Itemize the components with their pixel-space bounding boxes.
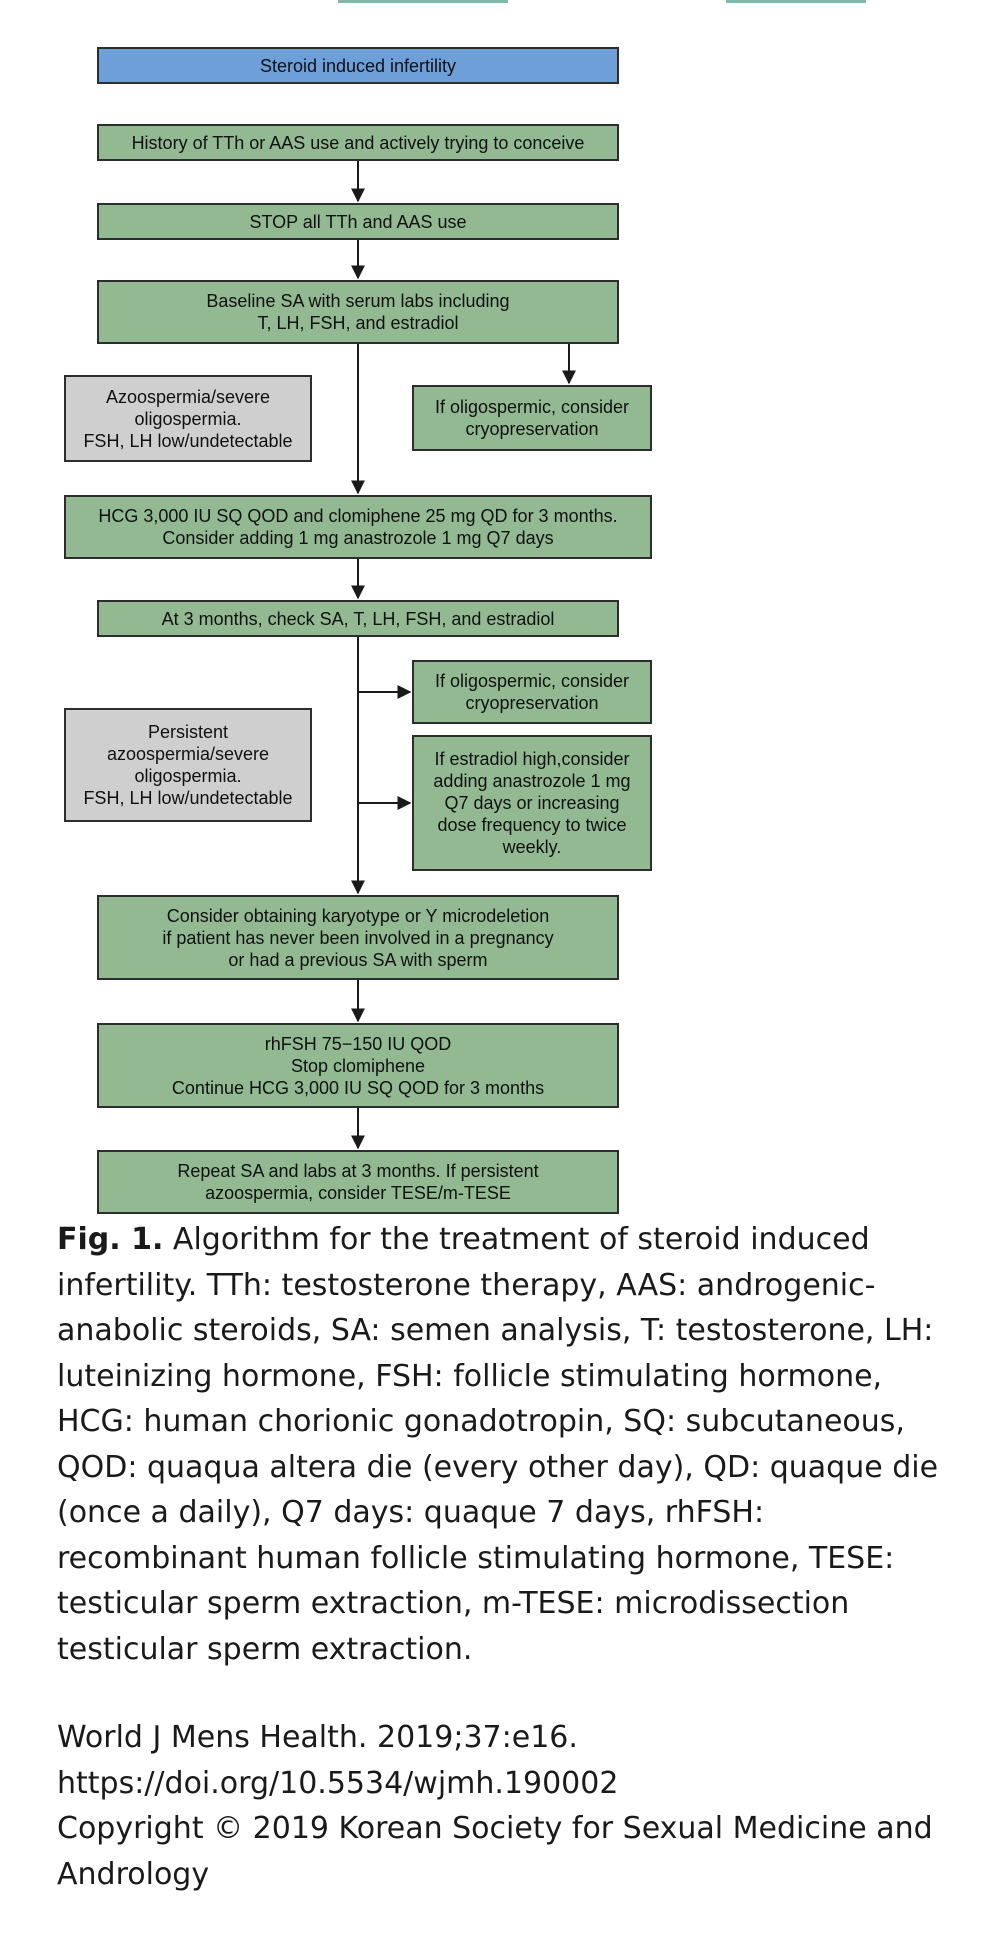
box-stop-use: STOP all TTh and AAS use [97,203,619,240]
box-hcg-clomiphene: HCG 3,000 IU SQ QOD and clomiphene 25 mg… [64,495,652,559]
box-persistent-azoospermia: Persistent azoospermia/severe oligosperm… [64,708,312,822]
box-3-month-check: At 3 months, check SA, T, LH, FSH, and e… [97,600,619,637]
figure-label: Fig. 1. [57,1222,164,1257]
box-history: History of TTh or AAS use and actively t… [97,124,619,161]
citation: World J Mens Health. 2019;37:e16. https:… [57,1715,957,1897]
citation-doi[interactable]: https://doi.org/10.5534/wjmh.190002 [57,1765,619,1801]
box-cryopreservation-2: If oligospermic, consider cryopreservati… [412,660,652,724]
top-tab-left [338,0,508,3]
citation-journal: World J Mens Health. 2019;37:e16. [57,1720,578,1755]
box-baseline-sa: Baseline SA with serum labs including T,… [97,280,619,344]
box-karyotype: Consider obtaining karyotype or Y microd… [97,895,619,980]
box-rhfsh: rhFSH 75−150 IU QOD Stop clomiphene Cont… [97,1023,619,1108]
box-repeat-sa: Repeat SA and labs at 3 months. If persi… [97,1150,619,1214]
flowchart-connectors [351,161,576,1150]
box-cryopreservation-1: If oligospermic, consider cryopreservati… [412,385,652,451]
figure-caption: Fig. 1. Algorithm for the treatment of s… [57,1217,957,1672]
box-azoospermia: Azoospermia/severe oligospermia. FSH, LH… [64,375,312,462]
figure-caption-text: Algorithm for the treatment of steroid i… [57,1222,939,1667]
citation-copyright: Copyright © 2019 Korean Society for Sexu… [57,1811,933,1892]
flowchart: Steroid induced infertility History of T… [64,47,652,1214]
box-estradiol-high: If estradiol high,consider adding anastr… [412,735,652,871]
top-tab-right [726,0,866,3]
box-steroid-induced-infertility: Steroid induced infertility [97,47,619,84]
